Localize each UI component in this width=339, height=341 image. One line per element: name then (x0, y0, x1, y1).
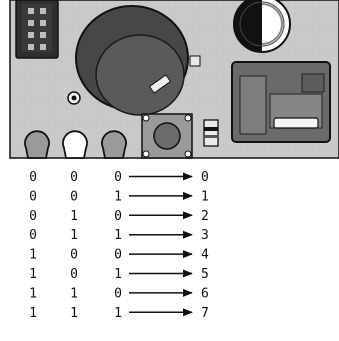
led-right (101, 130, 127, 159)
input-bit-b: 1 (70, 306, 78, 321)
input-bit-c: 1 (114, 306, 122, 321)
input-bit-c: 1 (114, 189, 122, 204)
input-bit-b: 1 (70, 209, 78, 224)
input-bit-b: 1 (70, 286, 78, 301)
input-bit-c: 0 (114, 248, 122, 263)
truth-table-row: 0 1 0 2 (29, 209, 209, 224)
decimal-result: 0 (201, 170, 209, 185)
truth-table-row: 1 0 0 4 (29, 248, 209, 263)
decimal-result: 7 (201, 306, 209, 321)
input-bit-c: 0 (114, 209, 122, 224)
pushbutton-switch (141, 113, 193, 159)
input-bit-a: 1 (29, 286, 37, 301)
truth-table-row: 1 1 0 6 (29, 286, 209, 301)
piezo-buzzer (233, 0, 291, 53)
input-bit-b: 0 (70, 248, 78, 263)
pin-header-connector (15, 0, 59, 59)
truth-table-row: 0 1 1 3 (29, 228, 209, 243)
input-bit-c: 1 (114, 267, 122, 282)
led-left (24, 130, 50, 159)
decimal-result: 3 (201, 228, 209, 243)
decimal-result: 5 (201, 267, 209, 282)
decimal-result: 1 (201, 189, 209, 204)
input-bit-a: 1 (29, 248, 37, 263)
input-bit-a: 0 (29, 189, 37, 204)
led-middle (62, 130, 88, 159)
input-bit-a: 0 (29, 228, 37, 243)
circuit-board-illustration (9, 0, 339, 159)
input-bit-a: 1 (29, 267, 37, 282)
binary-truth-table: 0 0 0 0 0 0 1 1 0 1 0 2 0 1 1 3 1 0 0 4 1 0 1 5 1 1 0 6 1 1 1 7 (29, 170, 209, 321)
input-bit-c: 0 (114, 170, 122, 185)
truth-table-row: 0 0 1 1 (29, 189, 209, 204)
decimal-result: 4 (201, 248, 209, 263)
input-bit-b: 1 (70, 228, 78, 243)
truth-table-row: 1 0 1 5 (29, 267, 209, 282)
mounting-hole (67, 91, 81, 105)
potentiometer-knob (75, 5, 201, 116)
decimal-result: 2 (201, 209, 209, 224)
input-bit-b: 0 (70, 170, 78, 185)
input-bit-b: 0 (70, 267, 78, 282)
resistor (203, 119, 219, 147)
decimal-result: 6 (201, 286, 209, 301)
input-bit-b: 0 (70, 189, 78, 204)
input-bit-a: 0 (29, 209, 37, 224)
truth-table-row: 1 1 1 7 (29, 306, 209, 321)
input-bit-c: 0 (114, 286, 122, 301)
input-bit-a: 1 (29, 306, 37, 321)
input-bit-c: 1 (114, 228, 122, 243)
truth-table-row: 0 0 0 0 (29, 170, 209, 185)
battery-connector (231, 61, 331, 143)
input-bit-a: 0 (29, 170, 37, 185)
